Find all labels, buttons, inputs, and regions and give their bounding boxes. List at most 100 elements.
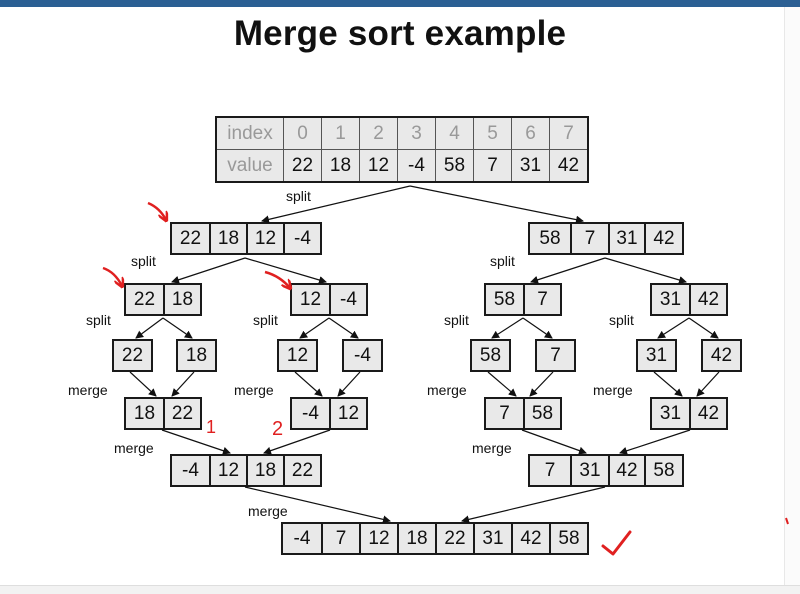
array-cell: 12 (299, 289, 322, 310)
array-cell: 12 (359, 524, 397, 553)
merged-pair-2-array: -4 12 (290, 397, 368, 430)
array-cell: 58 (493, 289, 516, 310)
annotation-number-1: 1 (206, 417, 216, 437)
array-cell: 7 (523, 285, 560, 314)
right-scroll-strip[interactable] (784, 7, 800, 593)
leaf-array-4: -4 (342, 339, 383, 372)
red-mark (785, 517, 789, 525)
array-cell: 22 (435, 524, 473, 553)
merge-label: merge (427, 382, 467, 398)
index-value-table: index 0 1 2 3 4 5 6 7 value 22 18 12 -4 … (215, 116, 589, 183)
array-cell: 31 (570, 456, 608, 485)
merge-arrow (129, 371, 157, 397)
split-arrow (530, 257, 606, 284)
array-cell: 58 (539, 228, 561, 249)
value-cell: 22 (283, 149, 322, 183)
split-label: split (131, 253, 156, 269)
bottom-scroll-strip[interactable] (0, 585, 800, 594)
array-cell: 42 (511, 524, 549, 553)
value-cell: 12 (359, 149, 398, 183)
merge-arrow (521, 429, 587, 455)
value-cell: 18 (321, 149, 360, 183)
red-annotation-arrow (147, 201, 166, 220)
array-cell: 42 (644, 224, 682, 253)
array-cell: 42 (608, 456, 644, 485)
index-cell: 2 (359, 116, 398, 150)
array-cell: 22 (283, 456, 320, 485)
split-quarter-2-array: 12 -4 (290, 283, 368, 316)
split-label: split (444, 312, 469, 328)
array-cell: 12 (329, 399, 366, 428)
array-cell: -4 (354, 345, 371, 366)
value-row: value 22 18 12 -4 58 7 31 42 (215, 149, 589, 183)
array-cell: 58 (644, 456, 682, 485)
index-cell: 7 (549, 116, 589, 150)
array-cell: 7 (570, 224, 608, 253)
array-cell: 18 (163, 285, 200, 314)
array-cell: 18 (209, 224, 246, 253)
index-cell: 3 (397, 116, 436, 150)
split-label: split (609, 312, 634, 328)
window-top-bar (0, 0, 800, 7)
split-arrow (688, 317, 719, 339)
split-arrow (244, 257, 327, 284)
merged-right-half-array: 7 31 42 58 (528, 454, 684, 487)
value-cell: 7 (473, 149, 512, 183)
array-cell: -4 (182, 460, 199, 481)
array-cell: 42 (689, 285, 726, 314)
array-cell: 18 (185, 345, 208, 366)
merge-label: merge (68, 382, 108, 398)
array-cell: 31 (659, 289, 682, 310)
split-label: split (286, 188, 311, 204)
array-cell: 12 (246, 224, 283, 253)
split-quarter-3-array: 58 7 (484, 283, 562, 316)
leaf-array-1: 22 (112, 339, 153, 372)
value-row-label: value (215, 149, 284, 183)
split-quarter-1-array: 22 18 (124, 283, 202, 316)
array-cell: 22 (179, 228, 202, 249)
leaf-array-2: 18 (176, 339, 217, 372)
array-cell: 31 (659, 403, 682, 424)
sorted-result-array: -4 7 12 18 22 31 42 58 (281, 522, 589, 555)
slide-title: Merge sort example (233, 14, 567, 53)
array-cell: -4 (283, 224, 320, 253)
leaf-array-6: 7 (535, 339, 576, 372)
array-cell: 31 (473, 524, 511, 553)
red-annotation-arrow (102, 266, 122, 286)
array-cell: -4 (302, 403, 319, 424)
merge-arrow (161, 429, 231, 455)
merge-arrow (461, 486, 606, 524)
split-arrow (162, 317, 193, 339)
split-left-half-array: 22 18 12 -4 (170, 222, 322, 255)
merged-pair-3-array: 7 58 (484, 397, 562, 430)
array-cell: 18 (133, 403, 156, 424)
checkmark-icon (601, 530, 632, 556)
split-arrow (135, 317, 164, 339)
leaf-array-7: 31 (636, 339, 677, 372)
split-arrow (604, 257, 687, 284)
split-arrow (657, 317, 690, 339)
merge-label: merge (114, 440, 154, 456)
array-cell: 7 (321, 524, 359, 553)
array-cell: 42 (689, 399, 726, 428)
array-cell: 58 (479, 345, 502, 366)
array-cell: 22 (133, 289, 156, 310)
value-cell: -4 (397, 149, 436, 183)
split-quarter-4-array: 31 42 (650, 283, 728, 316)
split-arrow (491, 317, 524, 339)
split-arrow (522, 317, 553, 339)
merge-label: merge (593, 382, 633, 398)
merge-arrow (487, 371, 517, 397)
split-label: split (86, 312, 111, 328)
red-annotations: 1 2 (102, 201, 789, 556)
value-cell: 58 (435, 149, 474, 183)
merge-arrow (244, 486, 391, 524)
split-arrow (261, 185, 411, 224)
array-cell: 42 (710, 345, 733, 366)
leaf-array-8: 42 (701, 339, 742, 372)
merge-arrow (263, 429, 331, 455)
split-arrow (409, 185, 584, 224)
red-annotation-arrow (264, 270, 290, 288)
array-cell: 31 (608, 224, 644, 253)
merge-arrow (337, 371, 361, 397)
